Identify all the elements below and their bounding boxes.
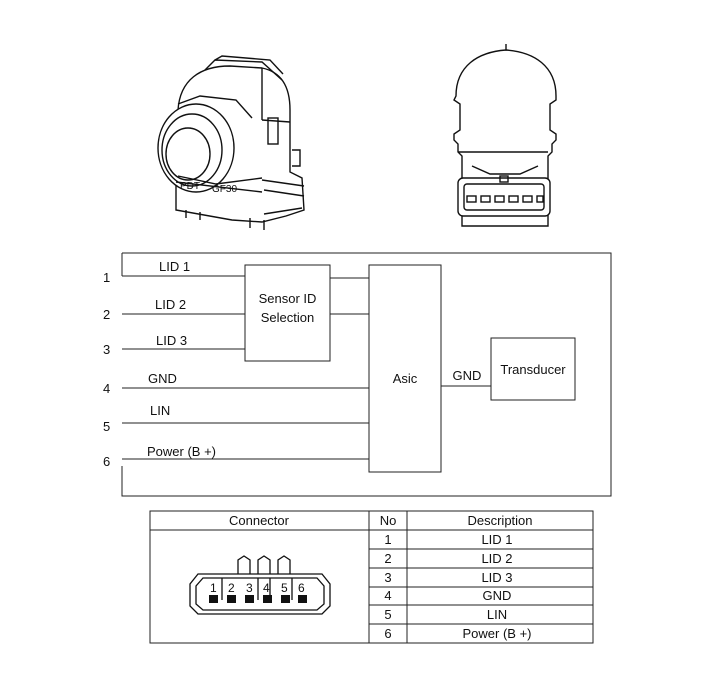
table-row-6-description: Power (B +) [463, 626, 532, 641]
sensor-id-label-line1: Sensor ID [259, 291, 317, 306]
connector-pin-number-6: 6 [298, 581, 305, 595]
pin-number-5: 5 [103, 419, 110, 434]
connector-pin-number-3: 3 [246, 581, 253, 595]
pin-number-2: 2 [103, 307, 110, 322]
pin-label-6: Power (B +) [147, 444, 216, 459]
schematic-frame [121, 252, 612, 497]
pin-number-1: 1 [103, 270, 110, 285]
pin-label-1: LID 1 [159, 259, 190, 274]
table-row-4-no: 4 [384, 588, 391, 603]
table-row-4-description: GND [483, 588, 512, 603]
connector-pin-number-1: 1 [210, 581, 217, 595]
table-row-2-description: LID 2 [481, 551, 512, 566]
table-row-5-description: LIN [487, 607, 507, 622]
table-row-3-description: LID 3 [481, 570, 512, 585]
sensor-top-view [453, 44, 557, 227]
sensor-marking-right: GF30 [212, 184, 237, 195]
table-row-3-no: 3 [384, 570, 391, 585]
table-row-2-no: 2 [384, 551, 391, 566]
transducer-box [490, 337, 576, 401]
pin-number-3: 3 [103, 342, 110, 357]
pin-number-4: 4 [103, 381, 110, 396]
sensor-id-selection-box [244, 264, 331, 362]
connector-pin-number-4: 4 [263, 581, 270, 595]
asic-box [368, 264, 442, 473]
sensor-marking-left: PDT [180, 181, 200, 192]
pin-label-2: LID 2 [155, 297, 186, 312]
table-header-no: No [380, 513, 397, 528]
pin-label-4: GND [148, 371, 177, 386]
table-row-5-no: 5 [384, 607, 391, 622]
connector-pin-blocks [209, 595, 307, 603]
transducer-label: Transducer [500, 362, 566, 377]
table-row-1-description: LID 1 [481, 532, 512, 547]
asic-label: Asic [393, 371, 418, 386]
sensor-id-label-line2: Selection [261, 310, 314, 325]
pin-label-3: LID 3 [156, 333, 187, 348]
connector-pin-number-2: 2 [228, 581, 235, 595]
sensor-3d-illustration [157, 55, 305, 230]
table-row-1-no: 1 [384, 532, 391, 547]
table-header-description: Description [467, 513, 532, 528]
connector-pin-number-5: 5 [281, 581, 288, 595]
connector-table [149, 510, 594, 644]
table-header-connector: Connector [229, 513, 290, 528]
gnd-label: GND [453, 368, 482, 383]
pin-number-6: 6 [103, 454, 110, 469]
connector-illustration [189, 555, 331, 615]
table-row-6-no: 6 [384, 626, 391, 641]
schematic-block [121, 252, 612, 497]
pin-label-5: LIN [150, 403, 170, 418]
